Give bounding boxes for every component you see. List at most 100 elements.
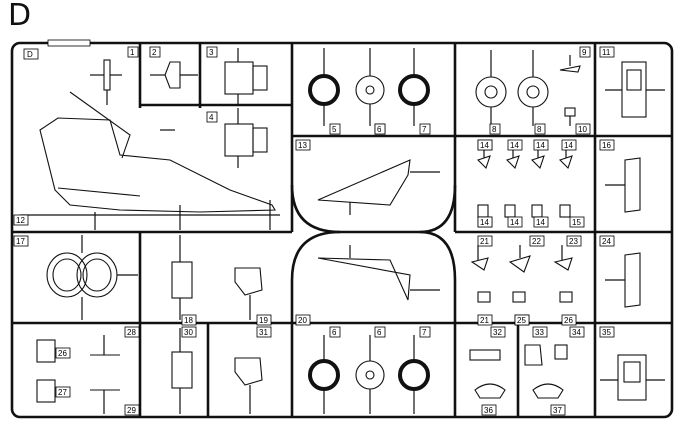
- part-number-extra-box: [477, 314, 493, 326]
- part-number-17: 17: [16, 237, 25, 246]
- part-number-11: 11: [602, 48, 611, 57]
- part-34-drawing: [554, 344, 568, 360]
- part-number-19-box: [256, 314, 272, 326]
- part-number-7-box: [419, 123, 431, 135]
- part-number-20-box: [295, 314, 311, 326]
- part-16-drawing: [605, 157, 641, 213]
- part-number-27-box: [55, 386, 71, 398]
- part-number-16-box: [599, 139, 615, 151]
- part-number-32: 32: [493, 328, 502, 337]
- wheel-bottom-6a-drawing: [308, 335, 340, 414]
- part-number-3: 3: [209, 48, 214, 57]
- part-number-extra: 7: [422, 328, 427, 337]
- part-number-extra: 14: [510, 141, 519, 150]
- part-number-3-box: [206, 46, 218, 58]
- part-33-drawing: [524, 344, 543, 366]
- part-30-drawing: [171, 328, 193, 414]
- part-number-extra: 8: [537, 125, 542, 134]
- part-number-26-box: [55, 347, 71, 359]
- part-number-4-box: [206, 111, 218, 123]
- part-number-36: 36: [484, 406, 493, 415]
- part-number-22: 22: [532, 237, 541, 246]
- part-35-drawing: [600, 354, 665, 401]
- parts-14-lower-drawing: [477, 204, 571, 218]
- part-number-4: 4: [209, 113, 214, 122]
- part-number-extra: 6: [377, 328, 382, 337]
- part-number-extra-box: [374, 326, 386, 338]
- part-number-extra-box: [561, 314, 577, 326]
- runner-curve: [290, 230, 341, 281]
- part-19-drawing: [234, 267, 263, 320]
- part-number-33: 33: [535, 328, 544, 337]
- part-36-drawing: [474, 383, 506, 399]
- sprue-tag: [47, 39, 91, 47]
- part-24-drawing: [605, 252, 641, 308]
- part-number-19: 19: [259, 316, 268, 325]
- part-number-2: 2: [152, 48, 157, 57]
- parts-21-25-26-drawing: [477, 291, 573, 303]
- part-32-drawing: [469, 349, 501, 361]
- part-number-34-box: [569, 326, 585, 338]
- part-number-21: 21: [480, 237, 489, 246]
- part-number-37-box: [550, 404, 566, 416]
- part-number-12: 12: [16, 216, 25, 225]
- part-number-15: 15: [572, 218, 581, 227]
- part-26-drawing: [36, 339, 56, 363]
- runner-curve: [290, 184, 457, 234]
- part-number-extra-box: [329, 326, 341, 338]
- part-number-35-box: [599, 326, 615, 338]
- wheel-7-drawing: [398, 48, 430, 126]
- part-number-extra: 25: [517, 316, 526, 325]
- part-number-22-box: [529, 235, 545, 247]
- corner-tag-box: [23, 48, 39, 60]
- part-number-11-box: [599, 46, 615, 58]
- part-number-37: 37: [553, 406, 562, 415]
- part-number-23-box: [566, 235, 582, 247]
- part-2-drawing: [150, 61, 198, 89]
- parts-21-23-drawing: [470, 245, 573, 273]
- part-number-extra: 6: [332, 328, 337, 337]
- part-9-drawing: [559, 55, 581, 73]
- part-number-8: 8: [492, 125, 497, 134]
- part-11-drawing: [605, 61, 665, 118]
- part-number-7: 7: [422, 125, 427, 134]
- part-12-drawing: [20, 91, 280, 230]
- sprue-frame: [10, 41, 674, 419]
- part-number-35: 35: [602, 328, 611, 337]
- part-number-31: 31: [259, 328, 268, 337]
- corner-tag: D: [27, 50, 33, 59]
- part-number-21-box: [477, 235, 493, 247]
- part-number-extra: 14: [564, 141, 573, 150]
- part-number-extra-box: [507, 139, 523, 151]
- part-27-drawing: [36, 379, 56, 403]
- part-number-extra: 14: [480, 218, 489, 227]
- part-number-28-box: [124, 326, 140, 338]
- part-17-drawing: [46, 235, 138, 320]
- part-number-18-box: [181, 314, 197, 326]
- part-number-16: 16: [602, 141, 611, 150]
- part-number-12-box: [13, 214, 29, 226]
- part-number-23: 23: [569, 237, 578, 246]
- part-number-30-box: [181, 326, 197, 338]
- part-number-extra: 14: [536, 218, 545, 227]
- wheel-bottom-7-drawing: [398, 335, 430, 414]
- part-number-15-box: [569, 216, 585, 228]
- part-number-24: 24: [602, 237, 611, 246]
- part-number-1-box: [127, 46, 139, 58]
- part-number-extra: 6: [377, 125, 382, 134]
- part-number-extra: 21: [480, 316, 489, 325]
- wheel-bottom-6b-drawing: [355, 335, 385, 414]
- part-number-24-box: [599, 235, 615, 247]
- part-number-extra-box: [507, 216, 523, 228]
- part-number-5-box: [329, 123, 341, 135]
- part-number-20: 20: [298, 316, 307, 325]
- part-number-10-box: [575, 123, 591, 135]
- part-number-13: 13: [298, 141, 307, 150]
- part-number-extra-box: [533, 139, 549, 151]
- part-number-31-box: [256, 326, 272, 338]
- part-number-extra-box: [533, 216, 549, 228]
- part-number-36-box: [481, 404, 497, 416]
- part-number-34: 34: [572, 328, 581, 337]
- part-number-30: 30: [184, 328, 193, 337]
